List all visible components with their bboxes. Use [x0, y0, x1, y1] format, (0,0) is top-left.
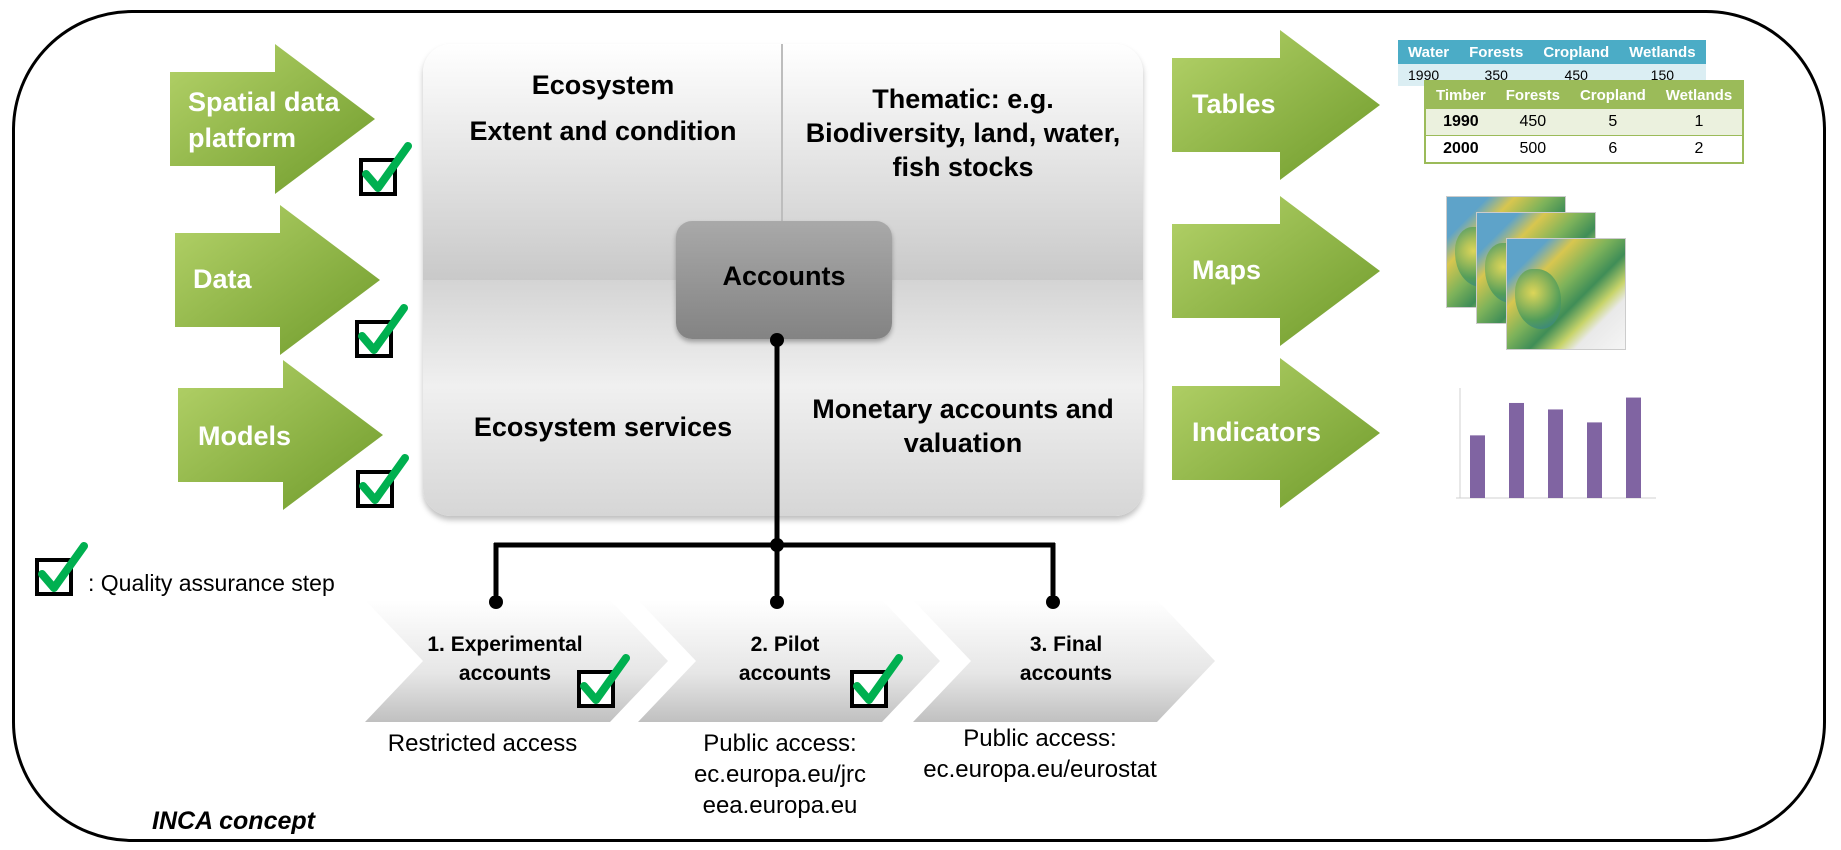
map-thumbnail [1506, 238, 1626, 350]
caption: INCA concept [152, 807, 315, 835]
stage-1-access: Restricted access [360, 728, 605, 759]
quadrant-text-line: fish stocks [892, 152, 1034, 182]
indicator-bar [1509, 402, 1524, 498]
output-label: Tables [1192, 89, 1276, 119]
indicator-bar [1470, 435, 1485, 498]
table-cell: 500 [1495, 135, 1570, 162]
table-cell: 6 [1569, 135, 1656, 162]
input-arrow-spatial-data: Spatial data platform [170, 44, 375, 194]
quadrant-services-text: Ecosystem services [423, 410, 783, 444]
table-header: Timber [1426, 82, 1496, 109]
quadrant-text-line: Ecosystem [531, 70, 675, 100]
indicator-bar [1548, 409, 1563, 498]
access-line: ec.europa.eu/eurostat [923, 756, 1157, 783]
table-cell: 1 [1655, 108, 1743, 136]
table-cell: 1990 [1426, 108, 1496, 136]
quadrant-text-line: Extent and condition [469, 116, 737, 146]
check-box-icon [356, 454, 409, 508]
stage-label-line: accounts [738, 662, 832, 685]
stage-2-access: Public access: ec.europa.eu/jrc eea.euro… [660, 728, 900, 821]
accounts-panel [423, 44, 1143, 516]
stage-3-label: 3. Final accounts [986, 630, 1146, 688]
output-label: Indicators [1192, 417, 1322, 447]
output-arrow-tables: Tables [1172, 30, 1380, 180]
input-label-line-2: platform [188, 123, 296, 153]
check-box-icon [359, 142, 412, 196]
check-box-icon [355, 304, 408, 358]
access-line: eea.europa.eu [702, 792, 858, 819]
indicator-chart [1456, 388, 1656, 499]
table-row: 1990 450 5 1 [1426, 108, 1743, 136]
accounts-box: Accounts [676, 221, 892, 339]
stage-chevron-3 [913, 600, 1215, 722]
stage-2-label: 2. Pilot accounts [705, 630, 865, 688]
check-box-icon [577, 654, 630, 708]
table-cell: 2000 [1426, 135, 1496, 162]
table-cell: 450 [1564, 67, 1588, 83]
table-front: Timber Forests Cropland Wetlands 1990 45… [1426, 82, 1743, 162]
output-arrow-maps: Maps [1172, 196, 1380, 346]
quadrant-text-line: Ecosystem services [473, 412, 733, 442]
indicator-bar [1626, 397, 1641, 498]
table-header: Forests [1459, 40, 1534, 64]
quadrant-extent-text: Ecosystem Extent and condition [423, 68, 783, 148]
table-header: Forests [1495, 82, 1570, 109]
quadrant-text-line: valuation [903, 428, 1023, 458]
table-cell: 450 [1495, 108, 1570, 136]
concept-frame [12, 10, 1826, 842]
check-box-icon [850, 654, 903, 708]
table-header: Cropland [1569, 82, 1656, 109]
check-box-icon [35, 542, 88, 596]
input-label-line-1: Spatial data [188, 87, 340, 117]
table-cell: 2 [1655, 135, 1743, 162]
accounts-label: Accounts [722, 261, 846, 291]
table-cell: 1990 [1408, 67, 1440, 83]
stage-label-line: 2. Pilot [750, 633, 820, 656]
quadrant-text-line: Monetary accounts and [812, 394, 1114, 424]
access-line: Public access: [703, 730, 857, 757]
input-label: Data [193, 264, 252, 294]
access-line: Restricted access [387, 730, 578, 757]
table-cell: 350 [1484, 67, 1508, 83]
stage-label-line: 3. Final [1029, 633, 1103, 656]
indicator-bar [1587, 422, 1602, 498]
quadrant-text-line: Thematic: e.g. [872, 84, 1054, 114]
quadrant-monetary-text: Monetary accounts and valuation [783, 392, 1143, 460]
table-header: Wetlands [1619, 40, 1706, 64]
output-label: Maps [1192, 255, 1262, 285]
access-line: Public access: [963, 725, 1117, 752]
table-header: Wetlands [1655, 82, 1743, 109]
table-cell: 150 [1650, 67, 1675, 83]
stage-label-line: accounts [458, 662, 552, 685]
input-arrow-models: Models [178, 360, 383, 510]
output-arrow-indicators: Indicators [1172, 358, 1380, 508]
access-line: ec.europa.eu/jrc [693, 761, 867, 788]
stage-1-label: 1. Experimental accounts [420, 630, 590, 688]
legend-text: : Quality assurance step [88, 570, 335, 596]
input-label: Models [198, 421, 292, 451]
quadrant-thematic-text: Thematic: e.g. Biodiversity, land, water… [783, 82, 1143, 184]
stage-label-line: accounts [1019, 662, 1113, 685]
input-arrow-data: Data [175, 205, 380, 355]
table-header: Cropland [1533, 40, 1620, 64]
table-back: Water Forests Cropland Wetlands 1990 350… [1398, 40, 1706, 86]
table-header: Water [1398, 40, 1460, 64]
quadrant-text-line: Biodiversity, land, water, [805, 118, 1121, 148]
table-row: 2000 500 6 2 [1426, 135, 1743, 162]
table-cell: 5 [1569, 108, 1656, 136]
stage-3-access: Public access: ec.europa.eu/eurostat [900, 723, 1180, 785]
stage-label-line: 1. Experimental [427, 633, 583, 656]
